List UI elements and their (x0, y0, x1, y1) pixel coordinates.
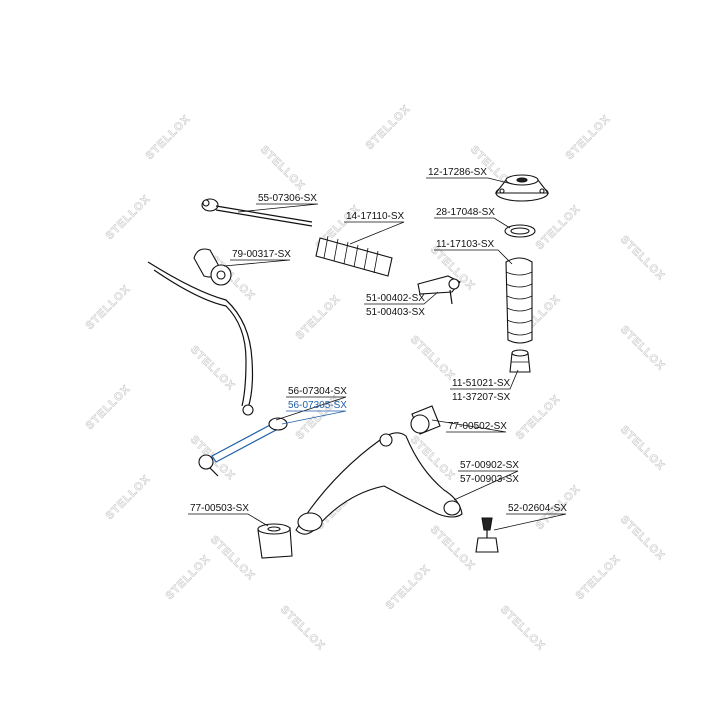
part-label-52-02604[interactable]: 52-02604-SX (508, 503, 567, 514)
stabilizer-link-part (198, 417, 288, 477)
watermark-logo: STELLOX (384, 563, 433, 612)
part-label-51-00403[interactable]: 51-00403-SX (366, 307, 425, 318)
control-arm-bush-upper-part (410, 405, 441, 435)
strut-bearing-part (504, 224, 536, 238)
part-label-11-51021[interactable]: 11-51021-SX (452, 378, 511, 389)
watermark-logo: STELLOX (428, 524, 477, 573)
part-label-11-37207[interactable]: 11-37207-SX (452, 392, 511, 403)
watermark-logo: STELLOX (188, 344, 237, 393)
control-arm-bush-lower-part (257, 523, 293, 559)
watermark-logo: STELLOX (498, 604, 547, 653)
watermark-logo: STELLOX (618, 514, 667, 563)
part-label-56-07304[interactable]: 56-07304-SX (288, 386, 347, 397)
watermark-logo: STELLOX (408, 334, 457, 383)
part-label-51-00402[interactable]: 51-00402-SX (366, 293, 425, 304)
stabilizer-bush-part (193, 248, 232, 286)
watermark-logo: STELLOX (534, 203, 583, 252)
watermark-logo: STELLOX (84, 383, 133, 432)
ball-joint-part (475, 517, 499, 553)
watermark-logo: STELLOX (144, 113, 193, 162)
watermark-logo: STELLOX (84, 283, 133, 332)
watermark-logo: STELLOX (164, 553, 213, 602)
watermark-layer: STELLOXSTELLOXSTELLOXSTELLOXSTELLOXSTELL… (83, 102, 667, 653)
part-label-79-00317[interactable]: 79-00317-SX (232, 249, 291, 260)
part-label-77-00503[interactable]: 77-00503-SX (190, 503, 249, 514)
part-label-14-17110[interactable]: 14-17110-SX (346, 211, 405, 222)
part-label-57-00902[interactable]: 57-00902-SX (460, 460, 519, 471)
watermark-logo: STELLOX (574, 553, 623, 602)
leader-lines (188, 177, 567, 531)
tie-rod-end-part (417, 275, 461, 305)
watermark-logo: STELLOX (104, 473, 153, 522)
part-label-57-00903[interactable]: 57-00903-SX (460, 474, 519, 485)
watermark-logo: STELLOX (258, 144, 307, 193)
steering-boot-part (315, 235, 393, 277)
watermark-logo: STELLOX (104, 193, 153, 242)
part-label-11-17103[interactable]: 11-17103-SX (436, 239, 495, 250)
part-label-55-07306[interactable]: 55-07306-SX (258, 193, 317, 204)
watermark-logo: STELLOX (208, 534, 257, 583)
part-label-56-07305[interactable]: 56-07305-SX (288, 400, 347, 411)
stabilizer-bar-part (147, 261, 254, 416)
part-label-28-17048[interactable]: 28-17048-SX (436, 207, 495, 218)
part-label-12-17286[interactable]: 12-17286-SX (428, 167, 487, 178)
watermark-logo: STELLOX (564, 113, 613, 162)
watermark-logo: STELLOX (514, 393, 563, 442)
watermark-logo: STELLOX (618, 324, 667, 373)
control-arm-part (295, 432, 463, 535)
watermark-logo: STELLOX (618, 234, 667, 283)
bump-stop-part (509, 349, 531, 373)
part-labels: 12-17286-SX 55-07306-SX 14-17110-SX 28-1… (190, 167, 567, 514)
part-label-77-00502[interactable]: 77-00502-SX (448, 421, 507, 432)
watermark-logo: STELLOX (364, 103, 413, 152)
watermark-logo: STELLOX (278, 604, 327, 653)
watermark-logo: STELLOX (294, 293, 343, 342)
tie-rod-part (201, 198, 313, 227)
strut-boot-part (505, 257, 533, 344)
watermark-logo: STELLOX (618, 424, 667, 473)
